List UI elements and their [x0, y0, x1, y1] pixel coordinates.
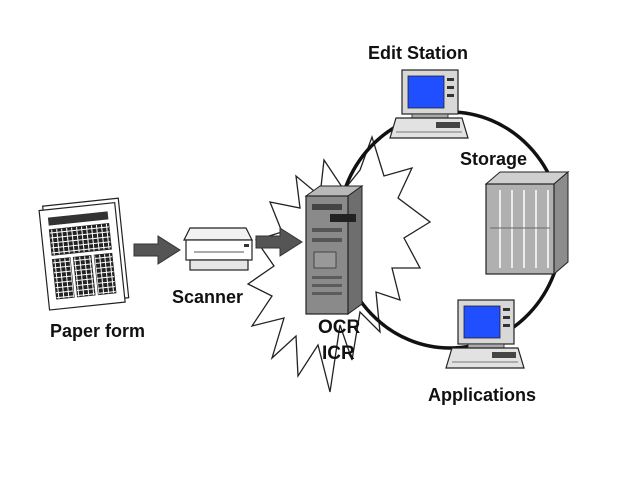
storage-cabinet-icon: [484, 170, 570, 276]
icr-label: ICR: [322, 343, 355, 364]
server-tower-icon: [304, 185, 364, 315]
edit-station-computer-icon: [389, 69, 469, 139]
paper-form-label: Paper form: [50, 321, 146, 341]
storage-label: Storage: [460, 149, 528, 169]
edit-station-label: Edit Station: [368, 43, 468, 63]
applications-computer-icon: [445, 299, 525, 369]
paper-form-icon: [38, 197, 130, 311]
applications-label: Applications: [428, 385, 537, 405]
scanner-icon: [183, 227, 253, 271]
arrow-scanner-to-server: [255, 227, 303, 257]
scanner-label: Scanner: [172, 287, 244, 307]
ocr-label: OCR: [318, 317, 361, 338]
arrow-paper-to-scanner: [133, 235, 181, 265]
